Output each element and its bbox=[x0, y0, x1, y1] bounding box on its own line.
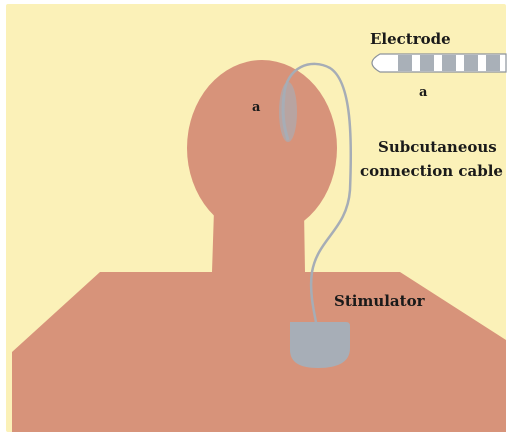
electrode-label: Electrode bbox=[370, 30, 451, 48]
electrode-segment bbox=[398, 55, 412, 71]
target-region bbox=[279, 82, 297, 142]
electrode-body bbox=[372, 54, 506, 72]
cable-label-line2: connection cable bbox=[360, 162, 503, 180]
electrode-segment bbox=[464, 55, 478, 71]
electrode-segment bbox=[442, 55, 456, 71]
cable-label-line1: Subcutaneous bbox=[378, 138, 497, 156]
electrode-segment bbox=[486, 55, 500, 71]
stimulator-device bbox=[290, 322, 350, 368]
head bbox=[187, 60, 337, 236]
electrode-illustration bbox=[372, 54, 506, 72]
electrode-marker-label: a bbox=[419, 85, 428, 100]
stimulator-label: Stimulator bbox=[334, 292, 426, 310]
electrode-segment bbox=[420, 55, 434, 71]
head-marker-label: a bbox=[252, 100, 261, 115]
